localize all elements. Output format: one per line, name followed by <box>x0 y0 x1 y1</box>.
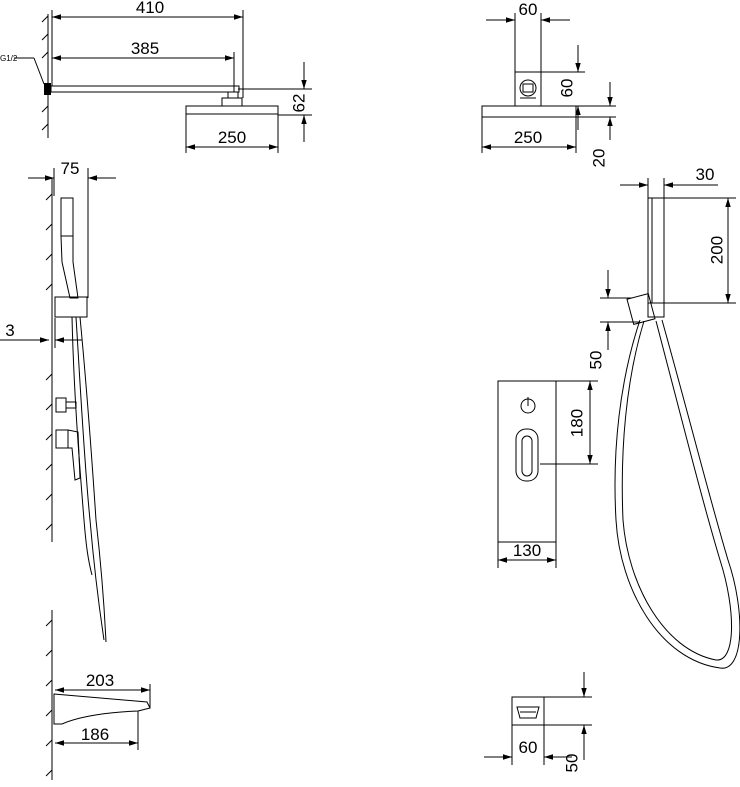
shower-head-side <box>185 105 279 115</box>
bath-spout <box>53 693 151 725</box>
hose <box>75 316 105 641</box>
dim-arm-reach: 385 <box>131 39 159 58</box>
dim-flange-height: 60 <box>557 79 576 98</box>
dim-head-width-front: 250 <box>514 128 542 147</box>
hose-loop <box>614 319 740 669</box>
wall-connector <box>44 83 51 95</box>
spout-front-view: 60 50 <box>484 672 592 772</box>
dim-spout-front-height: 50 <box>562 754 581 773</box>
dim-holder-width: 30 <box>696 165 715 184</box>
dim-spout-front-width: 60 <box>519 738 538 757</box>
swivel-joint <box>221 97 243 107</box>
holder-bracket <box>54 296 88 318</box>
dim-spout-reach: 186 <box>81 725 109 744</box>
dim-valve-height: 180 <box>567 409 586 437</box>
dim-valve-width: 130 <box>513 541 541 560</box>
hand-shower-handle <box>60 235 79 299</box>
dim-spout-length: 203 <box>86 671 114 690</box>
valve-plate <box>497 380 557 543</box>
dim-arm-total: 410 <box>136 0 164 17</box>
dim-holder-height: 200 <box>707 236 726 264</box>
arm-flange-front <box>514 71 542 107</box>
holder-bar-front-view: 30 200 50 <box>586 165 740 669</box>
diverter-knob <box>55 397 67 413</box>
dim-elbow-height: 50 <box>586 351 605 370</box>
shower-arm <box>50 85 240 93</box>
dim-head-drop: 62 <box>289 94 308 113</box>
mixer-lever <box>55 429 69 449</box>
shower-arm-side-view: G1/2 410 385 62 250 <box>0 0 312 153</box>
dim-flange-width: 60 <box>519 0 538 19</box>
spout-outlet <box>516 706 540 719</box>
dim-head-thickness: 20 <box>589 149 608 168</box>
wall-hatch-mid <box>45 193 53 531</box>
spout-side-view: 203 186 <box>45 610 151 780</box>
valve-plate-front-view: 180 130 <box>497 380 598 568</box>
hose-elbow <box>626 292 656 326</box>
dim-head-width-side: 250 <box>218 128 246 147</box>
connection-label: G1/2 <box>0 54 18 63</box>
shower-head-front <box>481 105 577 118</box>
holder-bar <box>647 197 665 304</box>
dim-wall-gap: 3 <box>5 321 14 340</box>
dim-bar-projection: 75 <box>61 159 80 178</box>
shower-head-front-view: 60 60 250 20 <box>481 0 616 168</box>
mixer-lever-front <box>515 428 539 482</box>
hand-shower-head <box>60 197 74 237</box>
spout-front <box>511 696 545 726</box>
wall-hatch-low <box>45 619 53 777</box>
flange-nut <box>519 79 537 97</box>
hand-shower-side-view: 75 3 <box>0 159 116 643</box>
wall-hatch <box>41 15 49 131</box>
